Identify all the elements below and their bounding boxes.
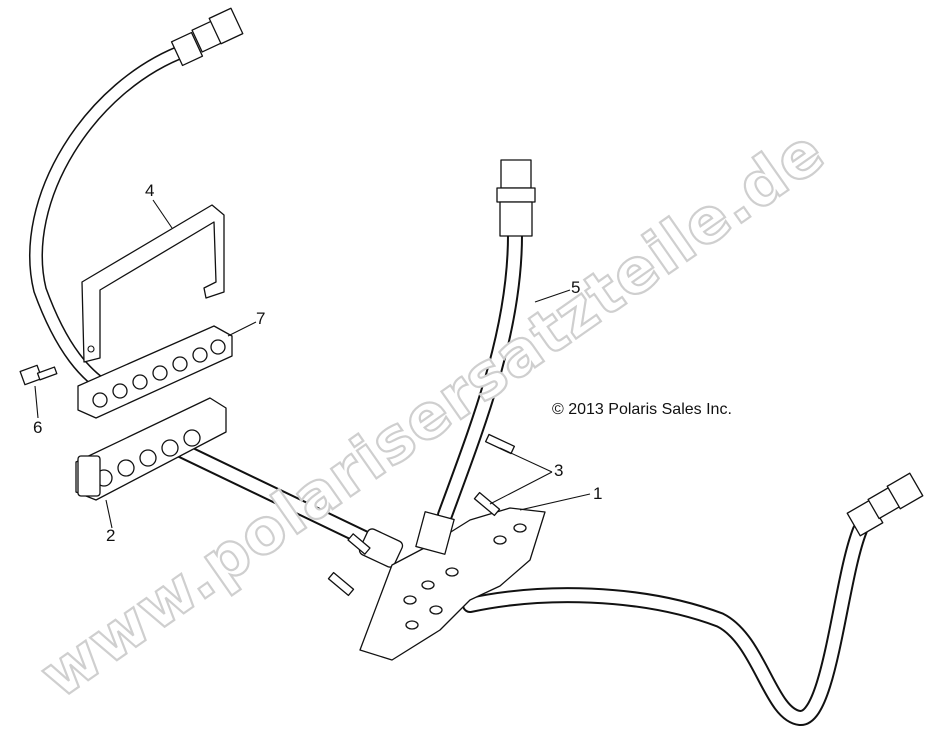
long-left-hose	[29, 43, 193, 402]
callout-4: 4	[145, 181, 154, 200]
screw-clamp	[347, 533, 371, 555]
screw-upper	[484, 433, 516, 455]
screw-middle	[473, 491, 501, 517]
center-hose	[437, 227, 523, 523]
lower-clamp	[75, 397, 227, 501]
manifold-plate	[359, 507, 546, 661]
right-hose-fitting	[846, 472, 924, 537]
callout-2: 2	[106, 526, 115, 545]
copyright-notice: © 2013 Polaris Sales Inc.	[552, 401, 732, 418]
callout-7: 7	[256, 309, 265, 328]
right-hose	[462, 522, 868, 726]
bolt-6	[19, 364, 58, 386]
retaining-bracket	[81, 204, 225, 363]
diagonal-tube	[152, 432, 404, 568]
long-left-hose-fitting	[170, 7, 244, 67]
upper-grommet-strip	[77, 325, 233, 419]
callout-1: 1	[593, 484, 602, 503]
callout-5: 5	[571, 278, 580, 297]
callout-3: 3	[554, 461, 563, 480]
callout-6: 6	[33, 418, 42, 437]
leader-lines	[34, 199, 591, 529]
center-hose-fitting	[496, 159, 536, 237]
screw-lower	[327, 571, 355, 597]
